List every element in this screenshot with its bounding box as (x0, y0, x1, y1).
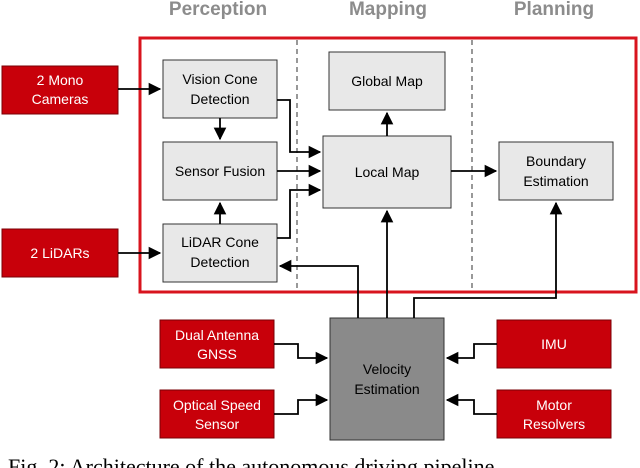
connection-arrows (118, 82, 563, 415)
svg-text:IMU: IMU (541, 336, 567, 352)
svg-text:Cameras: Cameras (32, 91, 89, 107)
svg-text:Dual Antenna: Dual Antenna (175, 327, 259, 343)
svg-text:2 LiDARs: 2 LiDARs (30, 245, 89, 261)
block-local-map: Local Map (322, 135, 452, 209)
svg-text:Estimation: Estimation (523, 173, 588, 189)
svg-text:Global Map: Global Map (351, 73, 423, 89)
sensor-mono-cameras: 2 Mono Cameras (1, 65, 119, 115)
svg-text:Vision Cone: Vision Cone (182, 71, 257, 87)
block-lidar-cone-detection: LiDAR Cone Detection (162, 223, 278, 283)
svg-text:Detection: Detection (190, 91, 249, 107)
header-planning: Planning (514, 0, 594, 20)
svg-text:Optical Speed: Optical Speed (173, 397, 261, 413)
arrow-lidarcone-to-localmap (277, 183, 322, 239)
svg-text:Resolvers: Resolvers (523, 416, 585, 432)
svg-text:Detection: Detection (190, 254, 249, 270)
block-global-map: Global Map (328, 51, 446, 111)
arrow-imu-to-velocity (445, 343, 497, 365)
arrow-optical-to-velocity (274, 393, 329, 415)
svg-text:Local Map: Local Map (355, 164, 420, 180)
svg-text:Sensor: Sensor (195, 416, 240, 432)
block-vision-cone-detection: Vision Cone Detection (162, 59, 278, 119)
arrow-velocity-to-lidarcone (278, 259, 359, 318)
arrow-gnss-to-velocity (274, 343, 329, 365)
block-velocity-estimation: Velocity Estimation (329, 317, 445, 441)
block-boundary-estimation: Boundary Estimation (498, 141, 614, 201)
sensor-imu: IMU (496, 319, 612, 369)
arrow-velocity-to-boundary (413, 201, 563, 318)
arrow-vision-to-localmap (277, 99, 322, 159)
header-perception: Perception (169, 0, 267, 20)
svg-text:2 Mono: 2 Mono (37, 72, 84, 88)
header-mapping: Mapping (349, 0, 427, 20)
svg-text:Boundary: Boundary (526, 153, 586, 169)
sensor-motor-resolvers: Motor Resolvers (496, 389, 612, 439)
svg-text:Estimation: Estimation (354, 381, 419, 397)
figure-caption: Fig. 2: Architecture of the autonomous d… (8, 454, 500, 468)
sensor-lidars: 2 LiDARs (1, 228, 119, 278)
sensor-dual-antenna-gnss: Dual Antenna GNSS (159, 319, 275, 369)
sensor-optical-speed: Optical Speed Sensor (159, 389, 275, 439)
svg-text:Velocity: Velocity (363, 361, 411, 377)
svg-text:Motor: Motor (536, 397, 572, 413)
processing-frame (138, 36, 638, 294)
svg-text:Sensor Fusion: Sensor Fusion (175, 163, 265, 179)
svg-text:LiDAR Cone: LiDAR Cone (181, 234, 259, 250)
svg-text:GNSS: GNSS (197, 346, 237, 362)
block-sensor-fusion: Sensor Fusion (162, 141, 278, 201)
arrow-resolvers-to-velocity (445, 393, 497, 415)
